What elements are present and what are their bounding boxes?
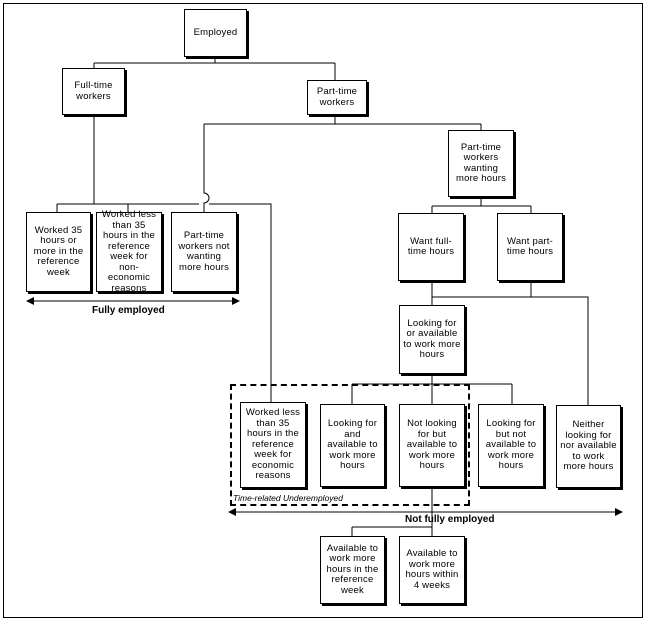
node-worked-less-non-econ: Worked less than 35 hours in the referen… xyxy=(96,209,162,293)
connector xyxy=(351,487,433,536)
node-pt-wanting-more: Part-time workers wanting more hours xyxy=(448,130,514,197)
arrow-head-right xyxy=(615,508,623,516)
node-available-ref-week: Available to work more hours in the refe… xyxy=(320,536,385,604)
connector xyxy=(431,197,532,213)
fully-employed-label: Fully employed xyxy=(92,305,165,316)
node-want-part-time: Want part-time hours xyxy=(497,213,563,281)
connector xyxy=(203,115,482,212)
node-not-looking-but-available: Not looking for but available to work mo… xyxy=(399,404,465,487)
node-neither: Neither looking for nor available to wor… xyxy=(556,405,621,488)
arrow-head-right xyxy=(232,297,240,305)
time-related-underemployed-region xyxy=(230,384,470,506)
node-full-time: Full-time workers xyxy=(62,68,125,115)
node-looking-and-available: Looking for and available to work more h… xyxy=(320,404,385,487)
node-want-full-time: Want full-time hours xyxy=(398,213,464,281)
node-employed: Employed xyxy=(184,9,247,57)
node-worked-35: Worked 35 hours or more in the reference… xyxy=(26,212,91,292)
diagram-frame xyxy=(3,3,643,618)
node-looking-or-available: Looking for or available to work more ho… xyxy=(399,305,465,374)
node-available-4-weeks: Available to work more hours within 4 we… xyxy=(399,536,465,604)
connector xyxy=(93,57,336,80)
connector xyxy=(56,115,129,212)
time-related-underemployed-label: Time-related Underemployed xyxy=(233,493,344,503)
connector xyxy=(128,203,272,402)
connector xyxy=(431,281,532,305)
not-fully-employed-label: Not fully employed xyxy=(405,514,495,525)
connector xyxy=(432,296,589,405)
node-worked-less-econ: Worked less than 35 hours in the referen… xyxy=(240,402,306,488)
node-looking-but-not-available: Looking for but not available to work mo… xyxy=(478,404,544,487)
node-part-time: Part-time workers xyxy=(307,80,367,115)
arrow-head-left xyxy=(26,297,34,305)
arrow-head-left xyxy=(228,508,236,516)
node-pt-not-wanting: Part-time workers not wanting more hours xyxy=(171,212,237,292)
